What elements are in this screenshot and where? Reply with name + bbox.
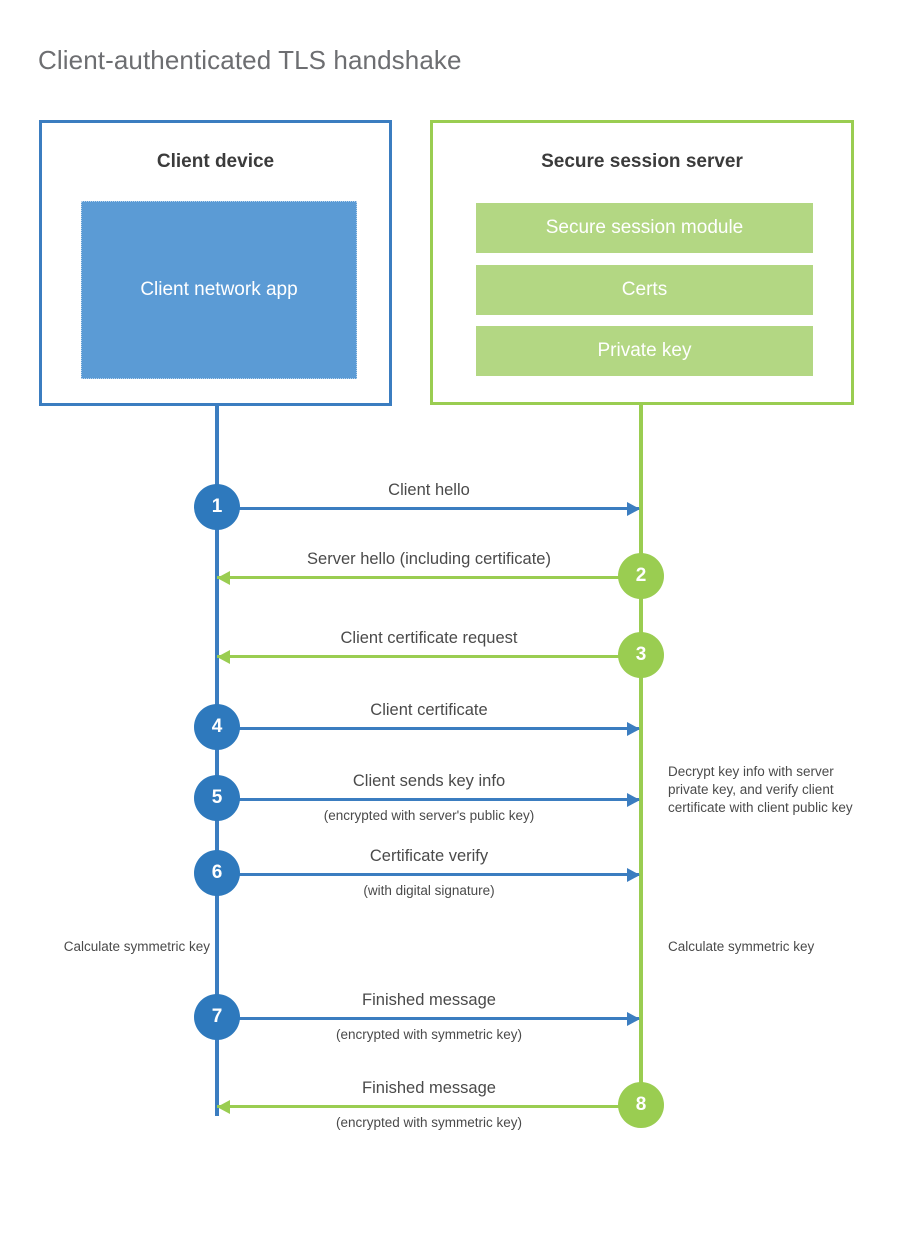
secure-session-server-box: Secure session server Secure session mod…	[430, 120, 854, 405]
message-label-3: Client certificate request	[340, 629, 518, 647]
message-sublabel-5: (encrypted with server's public key)	[323, 808, 535, 823]
arrow-head-icon-6	[627, 868, 640, 882]
message-label-1: Client hello	[388, 481, 470, 499]
message-line-6	[217, 873, 639, 876]
step-circle-1: 1	[194, 484, 240, 530]
server-module-certs: Certs	[476, 265, 813, 315]
message-line-8	[217, 1105, 641, 1108]
step-circle-3: 3	[618, 632, 664, 678]
step-circle-6: 6	[194, 850, 240, 896]
page-title: Client-authenticated TLS handshake	[38, 45, 462, 76]
step-circle-8: 8	[618, 1082, 664, 1128]
message-line-1	[217, 507, 639, 510]
server-lifeline	[639, 403, 643, 1106]
server-module-secure-session-module: Secure session module	[476, 203, 813, 253]
secure-session-server-title: Secure session server	[541, 151, 743, 172]
client-network-app-block: Client network app	[81, 201, 357, 379]
client-lifeline	[215, 403, 219, 1116]
step-circle-4: 4	[194, 704, 240, 750]
server-module-private-key: Private key	[476, 326, 813, 376]
annotation-right-0: Decrypt key info with server private key…	[668, 764, 853, 816]
arrow-head-icon-3	[217, 650, 230, 664]
step-circle-7: 7	[194, 994, 240, 1040]
step-circle-5: 5	[194, 775, 240, 821]
arrow-head-icon-2	[217, 571, 230, 585]
arrow-head-icon-1	[627, 502, 640, 516]
message-sublabel-6: (with digital signature)	[363, 883, 495, 898]
message-line-5	[217, 798, 639, 801]
arrow-head-icon-5	[627, 793, 640, 807]
message-label-6: Certificate verify	[369, 847, 489, 865]
message-line-3	[217, 655, 641, 658]
message-line-2	[217, 576, 641, 579]
message-label-7: Finished message	[362, 991, 496, 1009]
message-sublabel-7: (encrypted with symmetric key)	[335, 1027, 523, 1042]
annotation-left-1: Calculate symmetric key	[63, 939, 210, 954]
message-sublabel-8: (encrypted with symmetric key)	[335, 1115, 523, 1130]
message-label-5: Client sends key info	[352, 772, 506, 790]
step-circle-2: 2	[618, 553, 664, 599]
message-line-7	[217, 1017, 639, 1020]
message-label-2: Server hello (including certificate)	[307, 550, 551, 568]
client-device-title: Client device	[156, 151, 275, 172]
annotation-right-2: Calculate symmetric key	[668, 939, 815, 954]
arrow-head-icon-8	[217, 1100, 230, 1114]
message-label-4: Client certificate	[370, 701, 488, 719]
arrow-head-icon-4	[627, 722, 640, 736]
arrow-head-icon-7	[627, 1012, 640, 1026]
message-label-8: Finished message	[362, 1079, 496, 1097]
message-line-4	[217, 727, 639, 730]
client-device-box: Client device Client network app	[39, 120, 392, 406]
